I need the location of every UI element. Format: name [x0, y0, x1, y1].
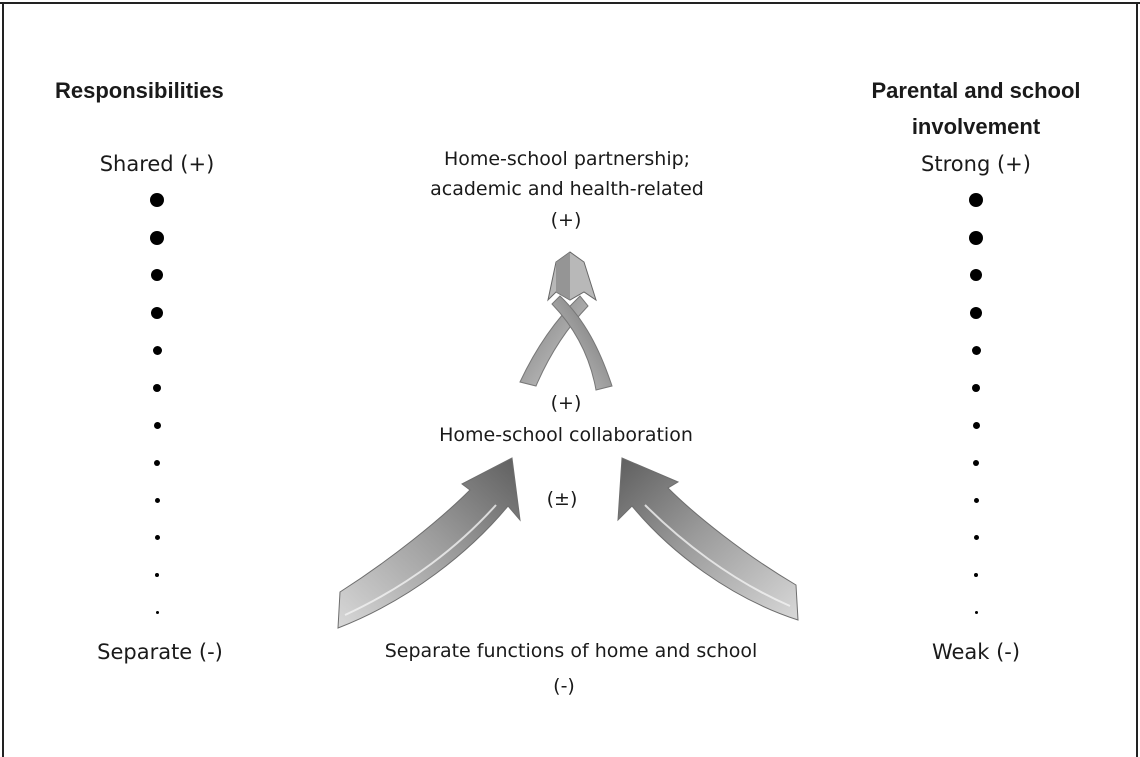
partnership-label-line1: Home-school partnership; [443, 148, 691, 170]
mixed-sign: (±) [546, 488, 578, 510]
upper-arrow-left-strand [519, 295, 589, 387]
shared-label: Shared (+) [99, 152, 215, 176]
collaboration-label: Home-school collaboration [439, 424, 693, 446]
right-scale-dot [973, 459, 979, 466]
frame-right-border [1136, 2, 1138, 757]
left-scale-dot [154, 535, 160, 540]
involvement-heading-line2: involvement [911, 114, 1041, 139]
left-scale-dot [155, 573, 159, 577]
upper-arrow-head [547, 251, 597, 302]
left-scale-dot [150, 193, 164, 207]
collaboration-sign: (+) [550, 392, 582, 414]
right-scale-dot [974, 573, 978, 577]
partnership-label-line2: academic and health-related [430, 178, 704, 200]
right-scale-dot [969, 230, 983, 245]
right-scale-dot [971, 345, 981, 355]
left-rising-arrow [337, 457, 521, 629]
right-scale-dot [970, 269, 982, 281]
left-scale-dot [151, 306, 163, 319]
involvement-heading-line1: Parental and school [871, 78, 1081, 103]
responsibilities-heading: Responsibilities [55, 78, 224, 103]
right-scale-dot [970, 306, 982, 319]
partnership-sign: (+) [550, 209, 582, 231]
left-scale-dot [153, 421, 161, 429]
left-scale-dot [150, 230, 164, 245]
left-scale-dot [152, 345, 162, 355]
left-scale-dot [153, 383, 161, 392]
left-scale-dot [151, 269, 163, 281]
frame-top-border [0, 2, 1140, 4]
right-scale-dot [973, 497, 979, 503]
right-rising-arrow-highlight [644, 504, 791, 607]
right-scale-dot [972, 383, 980, 392]
separate-functions-label: Separate functions of home and school [384, 640, 758, 662]
separate-label: Separate (-) [97, 640, 223, 664]
upper-arrow-head-shade [556, 252, 570, 300]
right-scale-dot [973, 535, 979, 540]
left-scale-dot [154, 497, 160, 503]
right-scale-dot [972, 421, 980, 429]
left-scale-dot [154, 459, 160, 466]
right-scale-dot [974, 611, 978, 614]
weak-label: Weak (-) [931, 640, 1021, 664]
right-rising-arrow [617, 457, 799, 621]
strong-label: Strong (+) [921, 152, 1031, 176]
frame-left-border [2, 2, 4, 757]
right-scale-dot [969, 193, 983, 207]
left-rising-arrow-highlight [344, 504, 497, 616]
separate-functions-sign: (-) [553, 675, 575, 697]
left-scale-dot [155, 611, 159, 614]
upper-arrow-right-strand [551, 295, 613, 391]
